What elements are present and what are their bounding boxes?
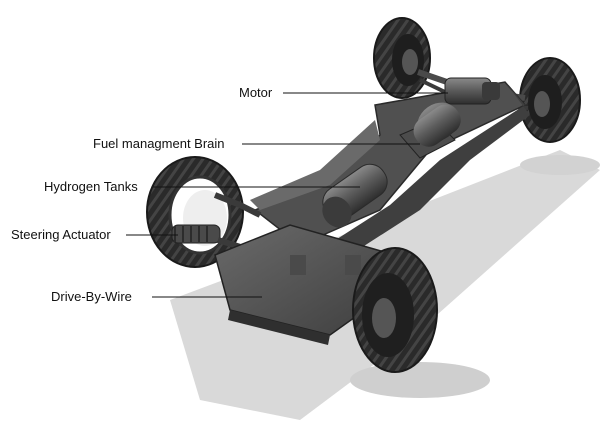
- front-right-wheel: [352, 247, 438, 373]
- motor-label: Motor: [239, 85, 273, 100]
- hydrogen-tank-front: [322, 163, 388, 228]
- motor: [444, 77, 500, 105]
- rear-left-wheel: [373, 17, 431, 99]
- leader-lines: [126, 92, 448, 298]
- fuel-brain-label: Fuel managment Brain: [93, 136, 225, 151]
- hydrogen-tank-rear: [413, 102, 461, 147]
- drive-by-wire-label: Drive-By-Wire: [51, 289, 132, 304]
- steering-actuator-label: Steering Actuator: [11, 227, 111, 242]
- rear-right-wheel: [519, 57, 581, 143]
- steering-actuator: [171, 224, 221, 244]
- hydrogen-tanks-label: Hydrogen Tanks: [44, 179, 138, 194]
